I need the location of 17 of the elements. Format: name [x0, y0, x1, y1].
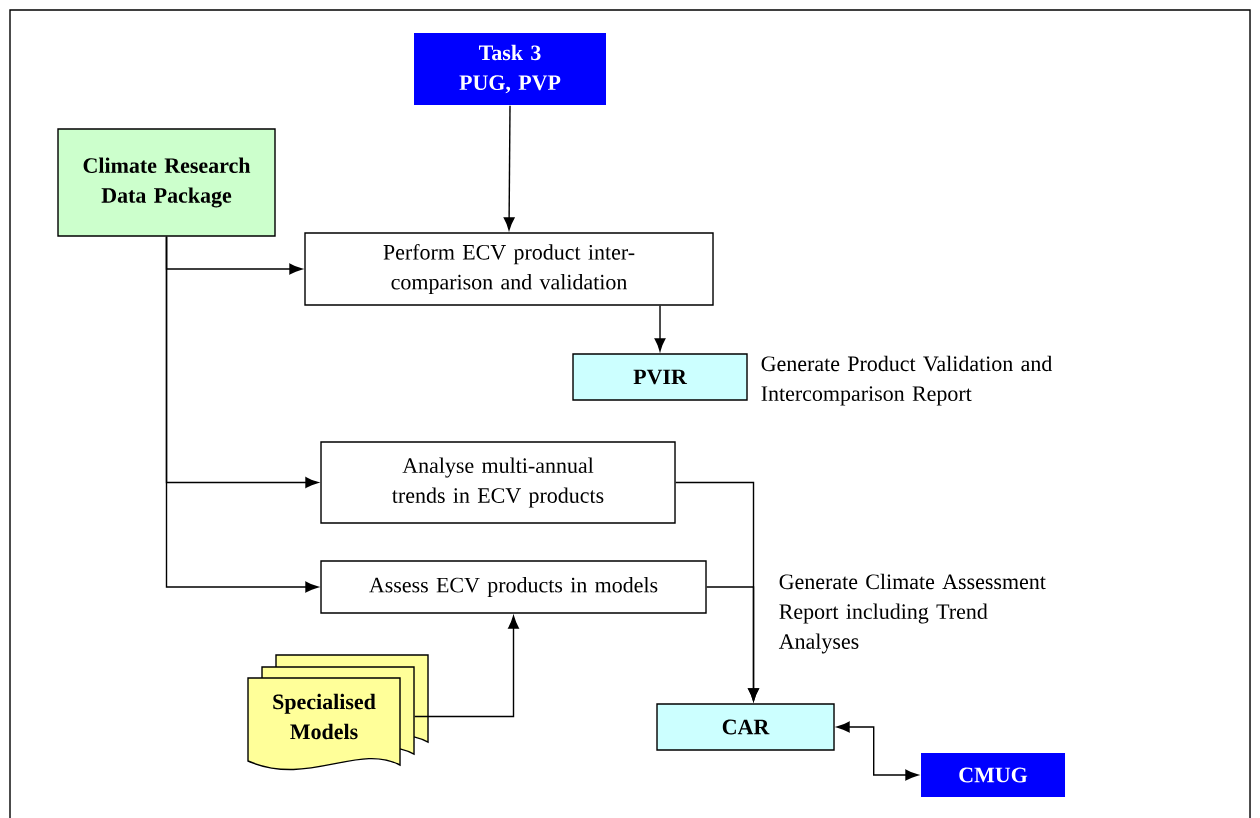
document-stack: Specialised Models — [247, 654, 429, 771]
stakeholder-box: CMUG — [921, 753, 1065, 797]
report-box: PVIR — [572, 353, 748, 401]
arrow — [414, 615, 519, 718]
arrow — [503, 105, 515, 231]
process-box: Analyse multi-annual trends in ECV products — [320, 441, 676, 524]
report-box: CAR — [656, 703, 835, 751]
task-box: Task 3 PUG, PVP — [414, 33, 606, 105]
arrow — [706, 586, 759, 702]
annotation-text: Generate Climate Assessment Report including Trend Analyses — [778, 573, 1046, 654]
arrow — [654, 305, 666, 352]
process-box: Perform ECV product inter-comparison and validation — [304, 232, 714, 306]
process-box: Assess ECV products in models — [320, 560, 707, 614]
arrow — [836, 721, 919, 781]
data-package-box: Climate Research Data Package — [57, 128, 276, 237]
arrow — [165, 236, 319, 593]
annotation-text: Generate Product Validation and Intercomparison Report — [761, 355, 1053, 406]
